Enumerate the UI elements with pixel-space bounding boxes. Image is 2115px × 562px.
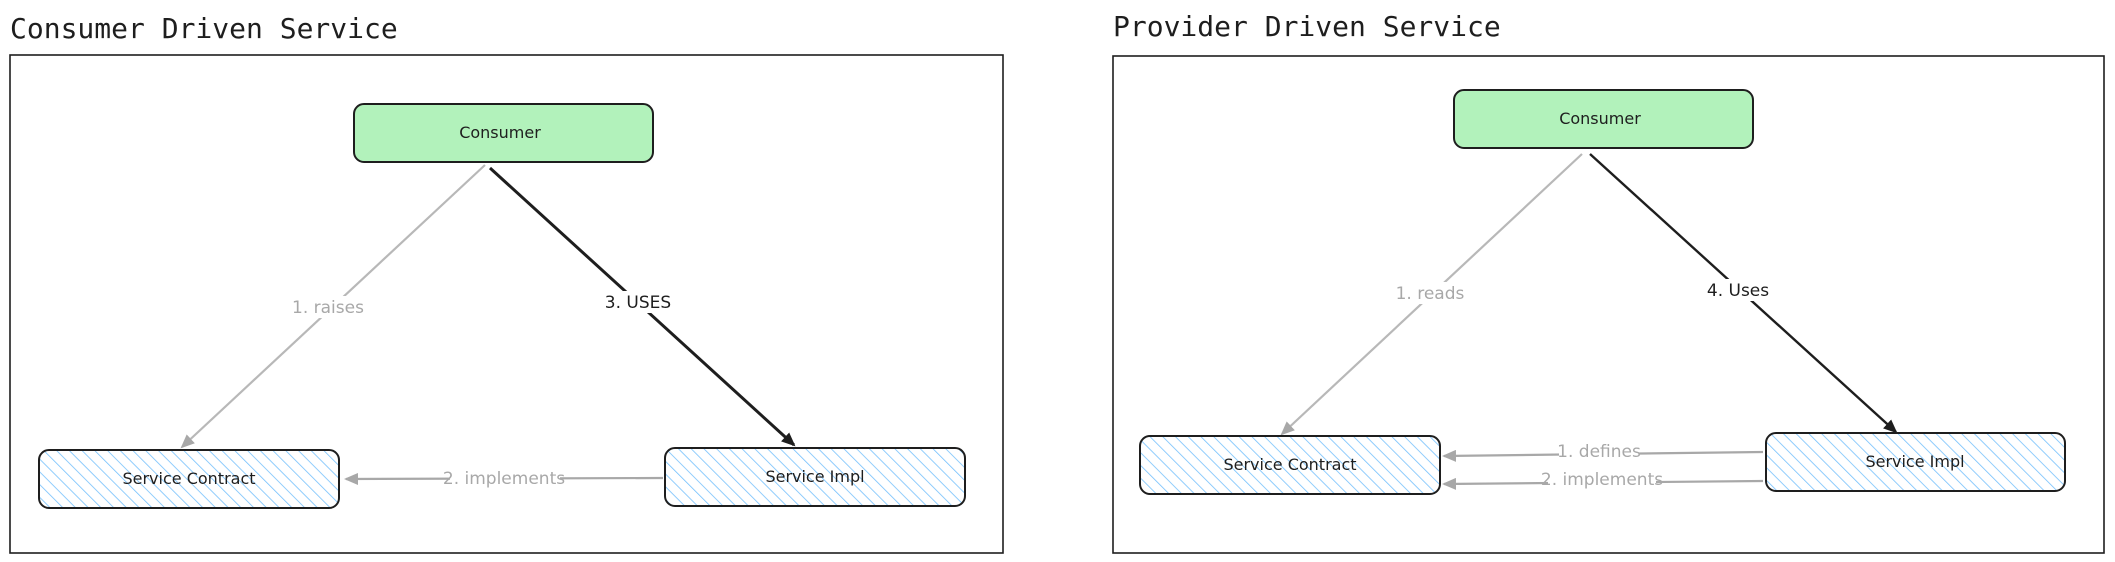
edge-label-reads: 1. reads	[1396, 284, 1465, 304]
edge-label-defines: 1. defines	[1557, 442, 1641, 462]
panel-frame	[9, 54, 1004, 554]
consumer-node: Consumer	[353, 103, 654, 163]
provider-driven-panel: Provider Driven Service 1. reads 4. Uses…	[1112, 10, 2105, 554]
panel-title: Provider Driven Service	[1113, 10, 1501, 43]
service-impl-label: Service Impl	[1865, 452, 1964, 471]
edge-label-implements: 2. implements	[1541, 470, 1663, 490]
service-contract-label: Service Contract	[122, 469, 255, 488]
consumer-driven-panel: Consumer Driven Service 1. raises 3. USE…	[9, 12, 1004, 554]
consumer-node-label: Consumer	[1559, 109, 1641, 128]
edge-label-raises: 1. raises	[292, 298, 364, 318]
panel-title: Consumer Driven Service	[10, 12, 398, 45]
panel-frame	[1112, 55, 2105, 554]
edge-label-uses: 4. Uses	[1707, 281, 1769, 301]
consumer-node-label: Consumer	[459, 123, 541, 142]
service-contract-node: Service Contract	[1139, 435, 1441, 495]
consumer-node: Consumer	[1453, 89, 1754, 149]
service-impl-node: Service Impl	[1765, 432, 2066, 492]
edge-label-uses: 3. USES	[605, 293, 671, 313]
edge-label-implements: 2. implements	[443, 469, 565, 489]
service-contract-node: Service Contract	[38, 449, 340, 509]
service-impl-node: Service Impl	[664, 447, 966, 507]
service-contract-label: Service Contract	[1223, 455, 1356, 474]
service-impl-label: Service Impl	[765, 467, 864, 486]
